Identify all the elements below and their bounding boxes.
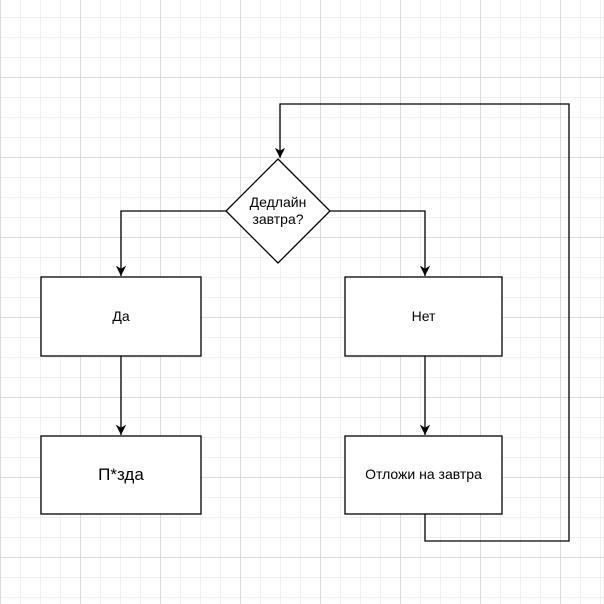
connector-decision-to-yes bbox=[115, 210, 226, 276]
no-box-label: Нет bbox=[411, 307, 436, 324]
decision-diamond bbox=[225, 158, 331, 264]
yes-box bbox=[40, 276, 202, 357]
no-box bbox=[344, 276, 503, 357]
yes-box-label: Да bbox=[112, 307, 130, 324]
decision-label: Дедлайн завтра? bbox=[226, 186, 330, 236]
result-box bbox=[40, 435, 202, 515]
postpone-box bbox=[344, 435, 503, 515]
connector-decision-to-no bbox=[330, 210, 431, 276]
decision-label-line1: Дедлайн bbox=[249, 193, 307, 210]
result-box-label: П*зда bbox=[98, 465, 144, 485]
postpone-box-label: Отложи на завтра bbox=[365, 466, 482, 483]
decision-label-line2: завтра? bbox=[252, 211, 304, 227]
connector-loop-back bbox=[274, 103, 570, 542]
